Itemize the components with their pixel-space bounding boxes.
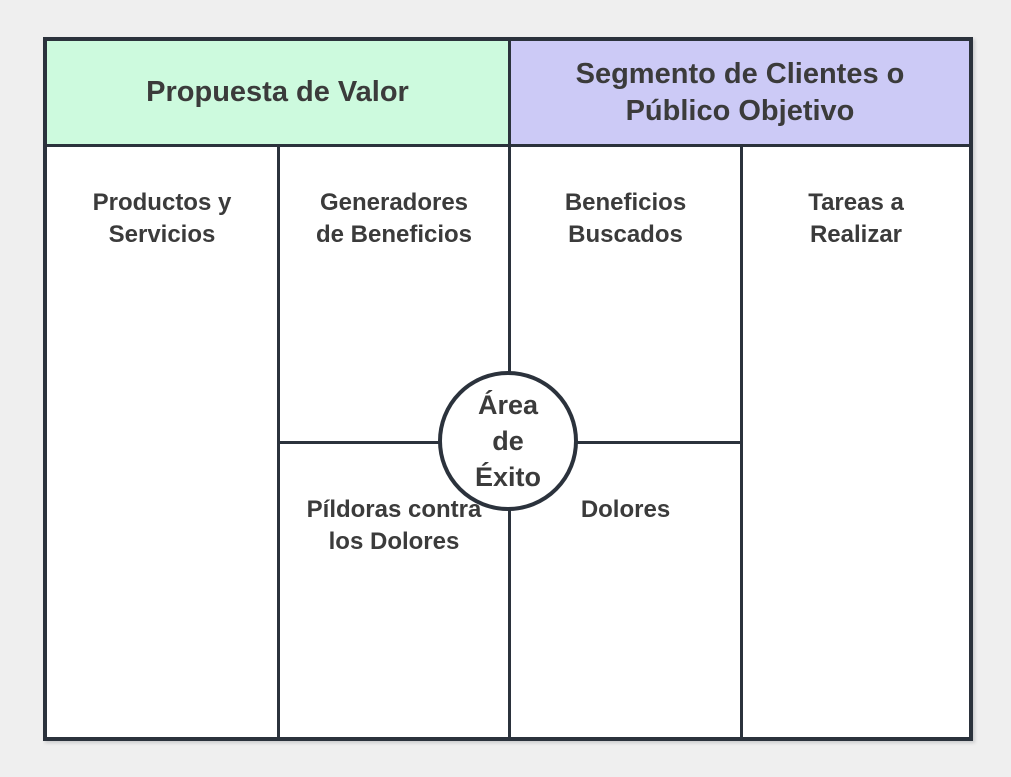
cell-tareas-a-realizar: Tareas a Realizar — [743, 147, 969, 737]
area-de-exito-label: Área de Éxito — [474, 390, 541, 492]
cell-dolores-label: Dolores — [580, 496, 671, 523]
cell-beneficios-buscados-label: Beneficios Buscados — [564, 189, 687, 248]
cell-generadores-de-beneficios: Generadores de Beneficios — [280, 147, 511, 444]
cell-generadores-de-beneficios-label: Generadores de Beneficios — [315, 189, 473, 248]
area-de-exito-circle: Área de Éxito — [438, 371, 578, 511]
cell-productos-y-servicios: Productos y Servicios — [47, 147, 280, 737]
value-proposition-canvas: Propuesta de Valor Segmento de Clientes … — [43, 37, 973, 741]
header-propuesta-de-valor-label: Propuesta de Valor — [146, 76, 409, 108]
cell-pildoras-contra-los-dolores-label: Píldoras contra los Dolores — [306, 496, 482, 555]
cell-productos-y-servicios-label: Productos y Servicios — [92, 189, 232, 248]
header-propuesta-de-valor: Propuesta de Valor — [47, 41, 511, 147]
cell-tareas-a-realizar-label: Tareas a Realizar — [808, 189, 904, 248]
header-segmento-de-clientes: Segmento de Clientes o Público Objetivo — [511, 41, 969, 147]
header-segmento-de-clientes-label: Segmento de Clientes o Público Objetivo — [575, 57, 905, 127]
